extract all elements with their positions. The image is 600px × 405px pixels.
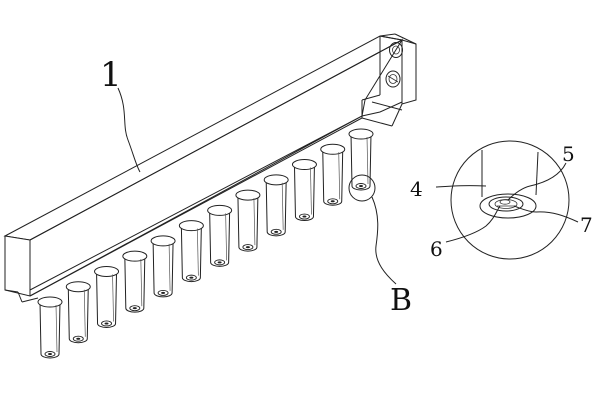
pin-tip xyxy=(355,183,367,189)
pin xyxy=(65,281,91,344)
pin xyxy=(235,189,261,252)
pin xyxy=(291,159,317,222)
detail-pin-end-face xyxy=(479,193,537,219)
detail-recess xyxy=(488,196,524,212)
pin-tip xyxy=(129,305,141,312)
leader-part-7 xyxy=(513,205,579,223)
pin-tip xyxy=(242,244,254,251)
pin xyxy=(122,250,148,313)
leader-detail-b xyxy=(371,196,397,285)
label-detail-b: B xyxy=(390,283,412,318)
pin-tip xyxy=(44,351,56,357)
pin-tip xyxy=(299,213,310,220)
pin-tip xyxy=(101,320,112,327)
label-part-4: 4 xyxy=(410,177,423,201)
label-part-7: 7 xyxy=(580,213,593,237)
pin xyxy=(263,174,289,237)
pin xyxy=(94,265,120,328)
rail-top-face xyxy=(3,35,404,241)
pin-tip xyxy=(270,228,282,235)
leader-part-1 xyxy=(117,87,141,173)
detail-contact-tip xyxy=(499,199,511,205)
detail-view xyxy=(450,140,570,260)
pin-tip xyxy=(157,289,169,296)
label-part-1: 1 xyxy=(100,55,122,95)
pin xyxy=(320,143,346,206)
pin-tip xyxy=(327,198,339,205)
label-part-6: 6 xyxy=(430,237,443,261)
leader-part-5 xyxy=(507,162,567,201)
leader-part-6 xyxy=(445,205,501,243)
pin xyxy=(207,204,233,267)
pin-array xyxy=(37,128,374,359)
pin-tip xyxy=(214,259,226,266)
leader-part-4 xyxy=(435,185,487,188)
end-block-hole-lower xyxy=(385,70,401,88)
detail-marker-b xyxy=(348,174,376,202)
pin-tip xyxy=(185,274,197,281)
pin xyxy=(150,235,176,298)
pin xyxy=(37,296,63,359)
detail-view-circle xyxy=(450,140,570,260)
pin xyxy=(178,220,204,283)
rail-bar xyxy=(3,33,417,303)
pin xyxy=(348,128,374,191)
end-block-hole-upper xyxy=(389,42,403,58)
pin-tip xyxy=(72,335,84,342)
label-part-5: 5 xyxy=(562,142,575,166)
